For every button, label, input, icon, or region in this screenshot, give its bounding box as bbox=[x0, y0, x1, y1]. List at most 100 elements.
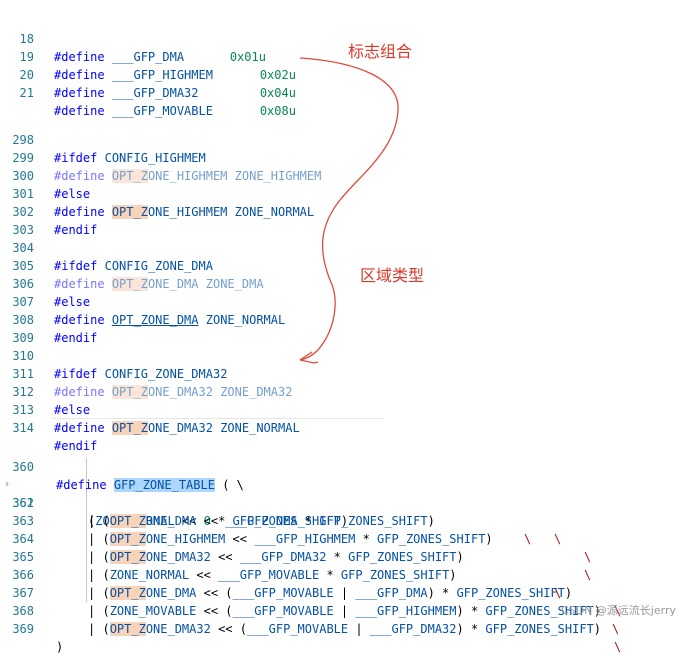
opt-prefix: OPT_Z bbox=[109, 586, 146, 600]
pipe-paren: | ( bbox=[88, 550, 110, 564]
line-continuation: \ bbox=[584, 568, 592, 582]
shift-name: GFP_ZONES_SHIFT bbox=[456, 586, 565, 600]
keyword: #ifdef bbox=[54, 259, 98, 273]
arrow-head-icon bbox=[299, 351, 319, 364]
line-number: 18 bbox=[19, 32, 34, 46]
opt-zone-dma-symbol[interactable]: OPT_ZONE_DMA bbox=[111, 313, 199, 327]
zone-name: ZONE_MOVABLE bbox=[109, 604, 197, 618]
opt-rest: ONE_HIGHMEM bbox=[145, 532, 226, 546]
paren: ) bbox=[449, 568, 457, 582]
code-line-310: 310 #ifdef CONFIG_ZONE_DMA32 bbox=[0, 329, 682, 381]
connector-curve bbox=[299, 57, 399, 361]
code-line-301: 301 #define OPT_ZONE_HIGHMEM ZONE_NORMAL bbox=[0, 167, 682, 219]
keyword: #define bbox=[54, 385, 105, 399]
opt-rest: ONE_DMA32 bbox=[145, 622, 211, 636]
gfp-flag: ___GFP_DMA bbox=[355, 586, 428, 600]
code-line-300: 300 #else bbox=[0, 149, 682, 201]
operator: << bbox=[196, 514, 226, 528]
gfp-flag: ___GFP_MOVABLE bbox=[246, 622, 349, 636]
zone-value: ZONE_NORMAL bbox=[220, 421, 300, 435]
config-name: CONFIG_ZONE_DMA32 bbox=[104, 367, 228, 381]
zone-value: ZONE_DMA32 bbox=[220, 385, 293, 399]
shift-name: GFP_ZONES_SHIFT bbox=[485, 622, 594, 636]
line-number: 303 bbox=[12, 223, 34, 237]
opt-rest: ONE_DMA bbox=[145, 514, 197, 528]
macro-tail: ( \ bbox=[214, 478, 244, 492]
gfp-flag: ___GFP_DMA32 bbox=[239, 550, 327, 564]
paren: ) bbox=[427, 514, 435, 528]
pipe-paren: | ( bbox=[88, 514, 110, 528]
watermark: CSDN @源远流长jerry bbox=[560, 604, 676, 617]
line-number: 304 bbox=[12, 241, 34, 255]
code-line-303: 303 bbox=[0, 203, 682, 237]
line-continuation: \ bbox=[614, 604, 622, 618]
keyword: #else bbox=[54, 187, 91, 201]
shift-name: GFP_ZONES_SHIFT bbox=[348, 550, 457, 564]
gfp-flag: ___GFP_MOVABLE bbox=[232, 586, 334, 600]
operator: * bbox=[297, 514, 320, 528]
fold-chevron-icon[interactable]: › bbox=[4, 479, 11, 490]
line-number: 367 bbox=[12, 586, 34, 600]
line-number: 298 bbox=[12, 133, 34, 147]
paren: ) bbox=[593, 622, 602, 636]
line-number: 299 bbox=[12, 151, 34, 165]
line-number: 364 bbox=[12, 532, 34, 546]
line-number: 314 bbox=[12, 421, 34, 435]
paren: ) bbox=[593, 604, 602, 618]
code-line-307: 307 #define OPT_ZONE_DMA ZONE_NORMAL bbox=[0, 275, 682, 327]
operator: << ( bbox=[196, 604, 233, 618]
macro-value: 0x02u bbox=[259, 68, 296, 82]
annotation-overlay bbox=[299, 57, 399, 364]
macro-value: 0x08u bbox=[259, 104, 296, 118]
code-line-304: 304 #ifdef CONFIG_ZONE_DMA bbox=[0, 221, 682, 273]
opt-prefix: OPT_Z bbox=[111, 277, 148, 291]
gfp-zone-table-symbol[interactable]: GFP_ZONE_TABLE bbox=[113, 478, 215, 492]
annotation-zones: 区域类型 bbox=[360, 266, 425, 285]
shift-name: GFP_ZONES_SHIFT bbox=[340, 568, 450, 582]
line-number: 305 bbox=[12, 259, 34, 273]
operator: << ( bbox=[196, 586, 233, 600]
gfp-flag: ___GFP_HIGHMEM bbox=[254, 532, 356, 546]
line-number: 362 bbox=[12, 496, 34, 510]
line-number: 311 bbox=[12, 367, 34, 381]
opt-prefix: OPT_Z bbox=[109, 514, 146, 528]
number: 0 bbox=[203, 514, 211, 528]
operator: | bbox=[348, 622, 370, 636]
paren: ) bbox=[564, 586, 573, 600]
line-number: 361 bbox=[12, 496, 34, 510]
keyword: #define bbox=[54, 86, 105, 100]
opt-prefix: OPT_Z bbox=[111, 421, 148, 435]
keyword: #endif bbox=[54, 223, 98, 237]
keyword: #define bbox=[54, 277, 105, 291]
operator: << bbox=[189, 568, 219, 582]
paren: ) bbox=[485, 532, 493, 546]
macro-name: ___GFP_MOVABLE bbox=[111, 104, 213, 118]
operator: ) * bbox=[456, 622, 486, 636]
gfp-flag: ___GFP_DMA32 bbox=[369, 622, 457, 636]
line-number: 301 bbox=[12, 187, 34, 201]
keyword: #define bbox=[54, 421, 105, 435]
opt-rest: ONE_DMA32 bbox=[147, 421, 213, 435]
gfp-flag: ___GFP_MOVABLE bbox=[232, 604, 334, 618]
line-number: 300 bbox=[12, 169, 34, 183]
code-line-302: 302 #endif bbox=[0, 185, 682, 237]
gfp-flag: ___GFP_DMA bbox=[225, 514, 298, 528]
shift-name: GFP_ZONES_SHIFT bbox=[319, 514, 428, 528]
keyword: #else bbox=[54, 403, 91, 417]
keyword: #ifdef bbox=[54, 367, 98, 381]
line-number: 309 bbox=[12, 331, 34, 345]
line-number: 312 bbox=[12, 385, 34, 399]
pipe-paren: | ( bbox=[88, 622, 110, 636]
keyword: #define bbox=[54, 169, 105, 183]
gfp-flag: ___GFP_MOVABLE bbox=[218, 568, 320, 582]
line-number: 363 bbox=[12, 514, 34, 528]
keyword: #define bbox=[54, 313, 105, 327]
code-line-362: 362 | (OPT_ZONE_DMA << ___GFP_DMA * GFP_… bbox=[0, 476, 682, 546]
pipe-paren: | ( bbox=[88, 532, 110, 546]
operator: | bbox=[333, 604, 356, 618]
keyword: #define bbox=[54, 104, 105, 118]
keyword: #define bbox=[54, 205, 105, 219]
